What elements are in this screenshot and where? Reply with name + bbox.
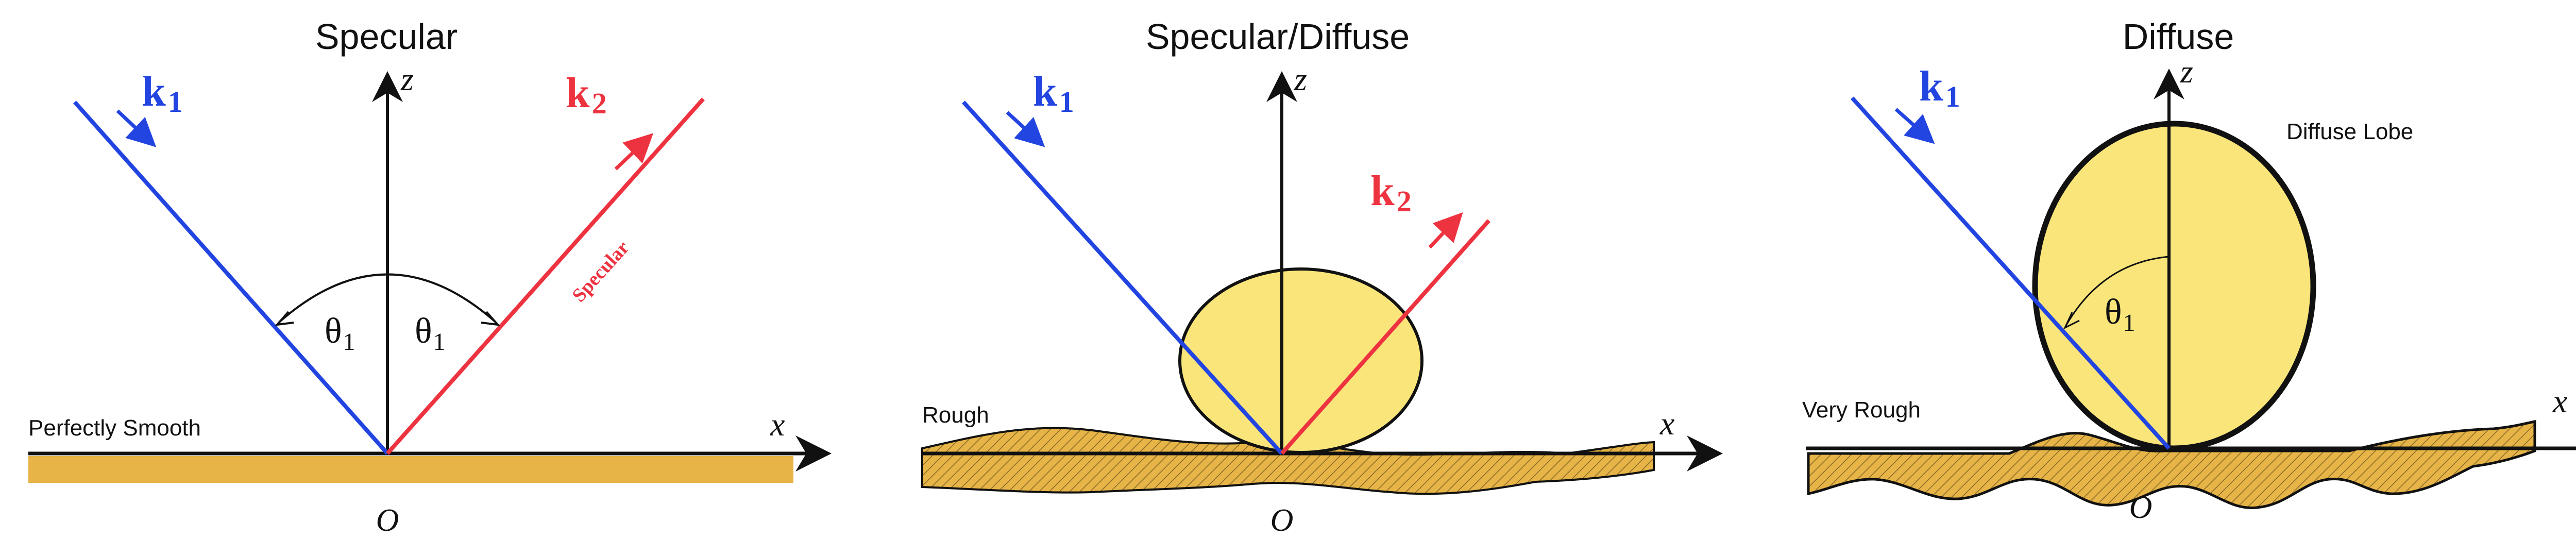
theta-right-letter: θ [415, 311, 432, 351]
theta-left-label: θ1 [325, 311, 355, 356]
surface-label: Very Rough [1802, 397, 1921, 423]
specular-diffuse-lobe [1178, 267, 1423, 454]
k1-direction-arrow [1006, 111, 1045, 147]
diffuse-lobe [2032, 121, 2316, 451]
x-axis-label: x [1659, 405, 1674, 442]
incident-ray [73, 100, 389, 455]
panel-title: Specular/Diffuse [1146, 16, 1410, 57]
k2-label: k2 [566, 69, 607, 120]
origin-label: O [2129, 490, 2153, 525]
theta-subscript: 1 [2123, 309, 2136, 337]
k2-subscript: 2 [1397, 184, 1412, 218]
panel-title: Diffuse [2123, 16, 2234, 57]
k1-letter: k [142, 68, 166, 115]
k2-letter: k [1370, 167, 1395, 215]
angle-arc [278, 273, 497, 323]
panel-diffuse: Diffuse Very Rough Diffuse Lobe x z O k1… [1802, 16, 2576, 525]
reflected-ray [1280, 219, 1490, 455]
theta-right-label: θ1 [415, 311, 446, 356]
k2-letter: k [566, 69, 590, 117]
rough-surface [921, 427, 1655, 495]
k1-label: k1 [142, 68, 183, 119]
origin-label: O [376, 503, 399, 538]
theta-label: θ1 [2105, 292, 2136, 337]
incident-ray [1851, 96, 2171, 450]
k2-direction-arrow [614, 133, 654, 171]
surface-label: Rough [922, 402, 989, 428]
z-axis-label: z [400, 61, 414, 97]
k1-direction-arrow [116, 109, 157, 147]
angle-arc-arrowhead [2063, 312, 2080, 330]
panel-specular: Specular Perfectly Smooth x z O k1 k2 Sp… [28, 16, 832, 538]
z-axis-label: z [1294, 61, 1307, 97]
k2-label: k2 [1370, 167, 1412, 218]
k1-subscript: 1 [1059, 85, 1074, 119]
x-axis-label: x [2552, 383, 2567, 419]
specular-ray-label: Specular [568, 237, 633, 306]
diffuse-lobe-label: Diffuse Lobe [2286, 119, 2413, 144]
reflected-ray [386, 97, 705, 455]
k1-subscript: 1 [168, 85, 183, 119]
k1-direction-arrow [1894, 108, 1935, 144]
theta-right-subscript: 1 [433, 328, 446, 356]
k2-subscript: 2 [592, 87, 607, 120]
angle-arc-left-arrowhead [275, 311, 294, 326]
panel-specular-diffuse: Specular/Diffuse Rough x z O k1 k2 [921, 16, 1723, 538]
k1-label: k1 [1033, 68, 1074, 119]
k1-letter: k [1033, 68, 1057, 115]
z-axis-label: z [2180, 53, 2193, 90]
x-axis-label: x [770, 406, 785, 443]
very-rough-surface [1807, 419, 2536, 509]
theta-left-letter: θ [325, 311, 342, 351]
smooth-surface [28, 456, 793, 483]
incident-ray [962, 100, 1283, 455]
theta-left-subscript: 1 [343, 328, 355, 356]
k2-direction-arrow [1428, 212, 1463, 249]
theta-letter: θ [2105, 292, 2122, 332]
angle-arc [2065, 256, 2170, 326]
panel-title: Specular [315, 16, 457, 57]
origin-label: O [1270, 503, 1294, 538]
k1-label: k1 [1919, 62, 1960, 113]
angle-arc-right-arrowhead [481, 311, 500, 326]
k1-subscript: 1 [1945, 80, 1960, 113]
surface-label: Perfectly Smooth [28, 415, 201, 441]
k1-letter: k [1919, 62, 1943, 110]
